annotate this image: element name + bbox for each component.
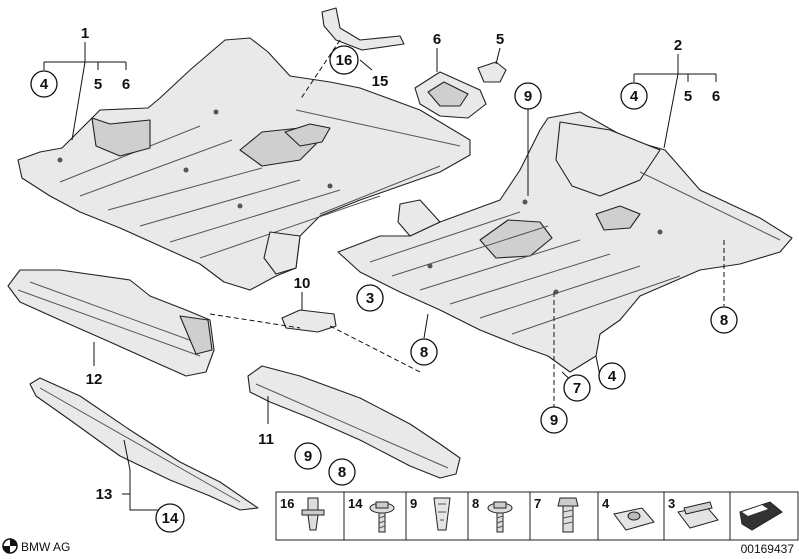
callout-8b: 8 [720,312,728,329]
callout-circle-9c [294,442,322,470]
callout-circle-8a [410,338,438,366]
bracket-part-6 [414,71,487,119]
nut-clip-icon [613,507,655,531]
direction-arrow-icon [739,501,783,531]
footer: BMW AG 00169437 [2,538,795,556]
callout-4b: 4 [630,88,639,105]
callouts: 1 4 5 6 16 15 6 5 2 4 5 6 9 3 8 8 7 4 9 … [30,25,738,533]
callout-circle-4a [30,70,58,98]
callout-3: 3 [366,290,374,307]
callout-6c: 6 [712,88,720,105]
callout-12: 12 [86,371,103,388]
callout-circle-14 [155,503,185,533]
callout-circle-16 [329,45,359,75]
callout-15: 15 [372,73,389,90]
flange-screw-icon [487,501,513,533]
callout-8a: 8 [420,344,428,361]
callout-16: 16 [336,52,353,69]
fastener-legend: 16 14 9 8 7 4 3 [275,491,799,541]
footer-doc-number: 00169437 [741,542,795,556]
callout-5b: 5 [496,31,504,48]
spring-nut-icon [677,501,719,529]
callout-11: 11 [258,431,274,448]
legend-label-8: 8 [472,496,479,511]
callout-1: 1 [81,25,89,42]
strip-part-15-16 [321,7,405,51]
washer-screw-icon [369,501,395,533]
bracket-part-10 [281,309,337,333]
callout-13: 13 [96,486,113,503]
callout-9a: 9 [524,88,532,105]
footer-brand: BMW AG [21,540,70,554]
callout-circle-7 [563,374,591,402]
callout-5a: 5 [94,76,102,93]
callout-5c: 5 [684,88,692,105]
legend-label-4: 4 [602,496,610,511]
callout-circle-8c [328,458,356,486]
expansion-clip-icon [433,497,451,531]
callout-4c: 4 [608,368,617,385]
callout-9c: 9 [304,448,312,465]
callout-circle-9a [514,82,542,110]
underbody-panel-left [17,37,471,291]
push-rivet-icon [301,497,325,531]
callout-6a: 6 [122,76,130,93]
front-strip-13 [29,377,259,511]
legend-label-9: 9 [410,496,417,511]
callout-circle-4b [620,82,648,110]
callout-circle-8b [710,306,738,334]
cap-part-5 [477,61,507,83]
callout-6b: 6 [433,31,441,48]
callout-2: 2 [674,37,682,54]
cross-shield-11 [247,365,461,479]
callout-8c: 8 [338,464,346,481]
callout-10: 10 [294,275,311,292]
callout-9b: 9 [550,412,558,429]
callout-14: 14 [162,510,179,527]
underbody-panel-right [337,111,793,373]
callout-circle-4c [598,362,626,390]
legend-label-14: 14 [348,496,363,511]
legend-label-7: 7 [534,496,541,511]
bmw-logo-icon [2,538,18,554]
legend-label-3: 3 [668,496,675,511]
callout-circle-3 [356,284,384,312]
callout-circle-9b [540,406,568,434]
legend-label-16: 16 [280,496,294,511]
callout-4a: 4 [40,76,49,93]
front-shield-12 [7,269,215,377]
hex-bolt-icon [557,497,579,533]
callout-7: 7 [573,380,581,397]
